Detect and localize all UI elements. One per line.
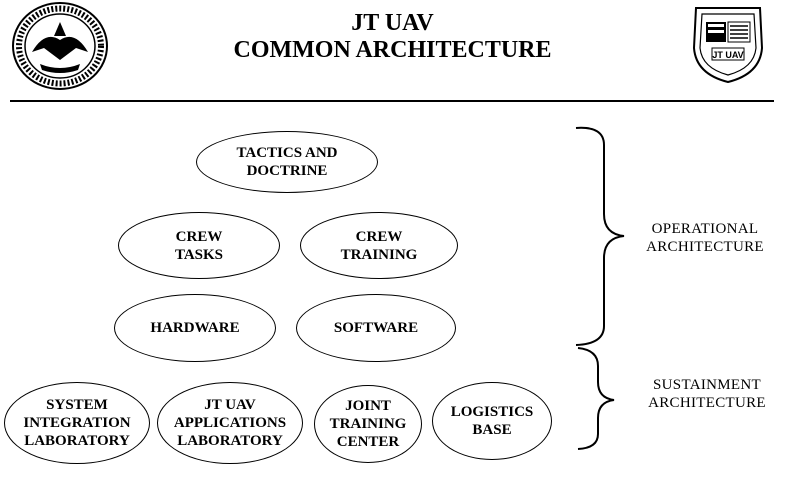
software-node: SOFTWARE xyxy=(296,294,456,362)
joint-training-center-node: JOINT TRAINING CENTER xyxy=(314,385,422,463)
hardware-node: HARDWARE xyxy=(114,294,276,362)
header-divider xyxy=(10,100,774,102)
title-line-2: COMMON ARCHITECTURE xyxy=(233,37,552,63)
seal-jt-uav-label: JT UAV xyxy=(712,50,743,60)
jt-uav-applications-laboratory-node: JT UAV APPLICATIONS LABORATORY xyxy=(157,382,303,464)
crew-training-node: CREW TRAINING xyxy=(300,212,458,279)
sustainment-brace xyxy=(577,347,615,450)
dod-seal-logo xyxy=(12,2,108,90)
tactics-and-doctrine-node: TACTICS AND DOCTRINE xyxy=(196,131,378,193)
crew-tasks-node: CREW TASKS xyxy=(118,212,280,279)
operational-brace xyxy=(575,126,625,346)
operational-architecture-label: OPERATIONAL ARCHITECTURE xyxy=(646,221,764,255)
sustainment-architecture-label: SUSTAINMENT ARCHITECTURE xyxy=(648,377,766,411)
system-integration-laboratory-node: SYSTEM INTEGRATION LABORATORY xyxy=(4,382,150,464)
logistics-base-node: LOGISTICS BASE xyxy=(432,382,552,460)
jt-uav-seal-logo: JT UAV xyxy=(692,7,764,84)
title-line-1: JT UAV xyxy=(351,10,434,36)
